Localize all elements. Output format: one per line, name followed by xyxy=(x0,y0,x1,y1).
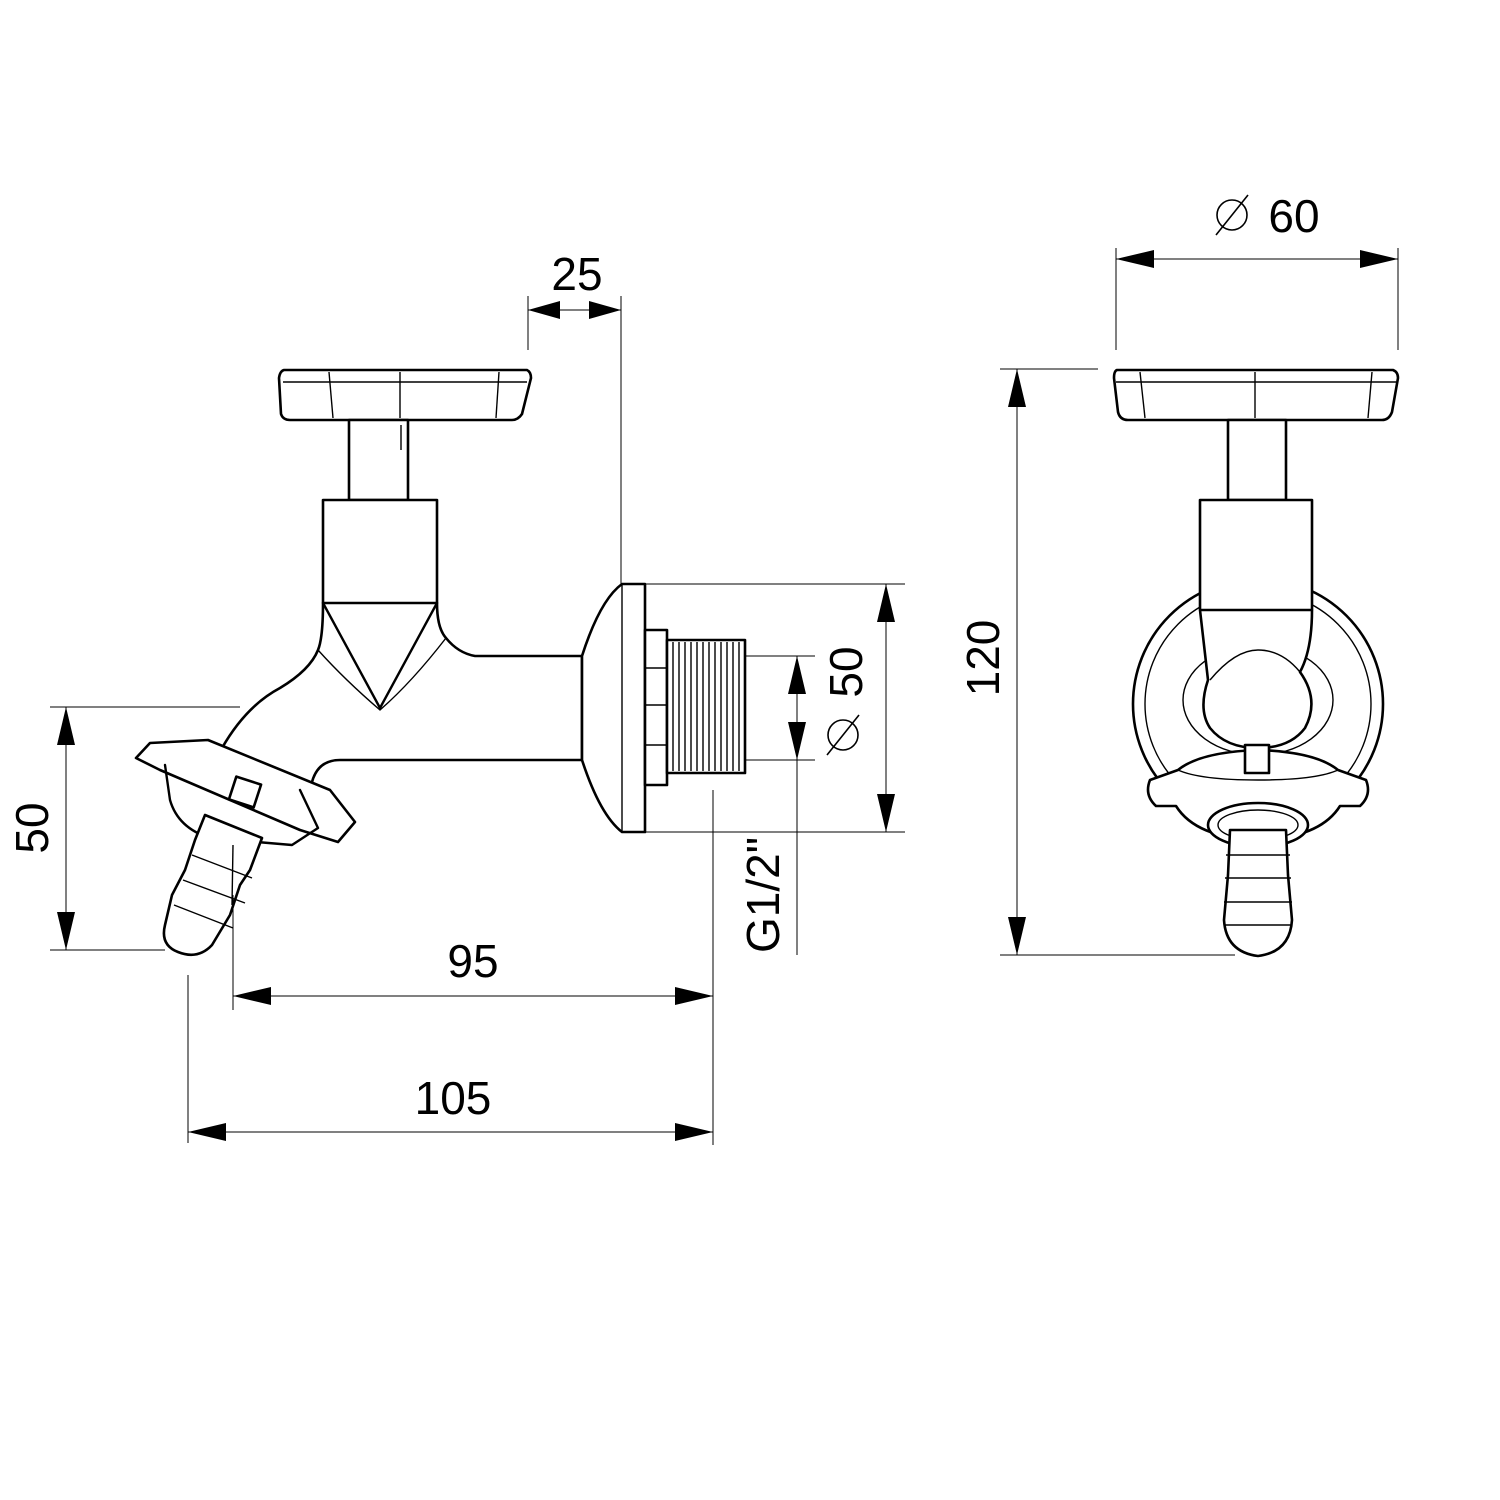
dimension-label-flange-diameter: 50 xyxy=(820,646,872,697)
side-handle xyxy=(277,368,533,422)
front-nozzle xyxy=(1146,743,1370,958)
side-view: 25 50 50 xyxy=(6,248,905,1145)
side-nozzle xyxy=(134,738,357,957)
dimension-label-spout-drop: 50 xyxy=(6,802,58,853)
dimension-label-projection-inner: 95 xyxy=(447,935,498,987)
dimension-spout-drop: 50 xyxy=(6,706,240,951)
dimension-label-handle-diameter: 60 xyxy=(1268,190,1319,242)
front-view: 60 120 xyxy=(957,190,1400,958)
dimension-flange-diameter: 50 xyxy=(645,583,905,833)
front-stem xyxy=(1226,418,1288,502)
side-body xyxy=(220,498,584,790)
dimension-label-thread: G1/2" xyxy=(737,837,789,953)
dimension-label-projection-overall: 105 xyxy=(415,1072,492,1124)
dimension-handle-diameter: 60 xyxy=(1115,190,1399,350)
dimension-label-overall-height: 120 xyxy=(957,620,1009,697)
dimension-overall-height: 120 xyxy=(957,368,1235,956)
diameter-symbol-icon xyxy=(826,714,860,756)
dimension-label-handle-offset: 25 xyxy=(551,248,602,300)
dimension-projection-overall: 105 xyxy=(187,975,713,1143)
front-handle xyxy=(1112,368,1400,422)
side-flange xyxy=(580,582,669,834)
dimension-handle-offset: 25 xyxy=(527,248,622,586)
side-stem xyxy=(347,418,410,502)
front-body xyxy=(1198,498,1314,750)
side-thread xyxy=(665,638,747,775)
dimension-projection-inner: 95 xyxy=(232,790,714,1145)
diameter-symbol-icon xyxy=(1215,194,1249,236)
dimension-thread: G1/2" xyxy=(737,655,815,955)
